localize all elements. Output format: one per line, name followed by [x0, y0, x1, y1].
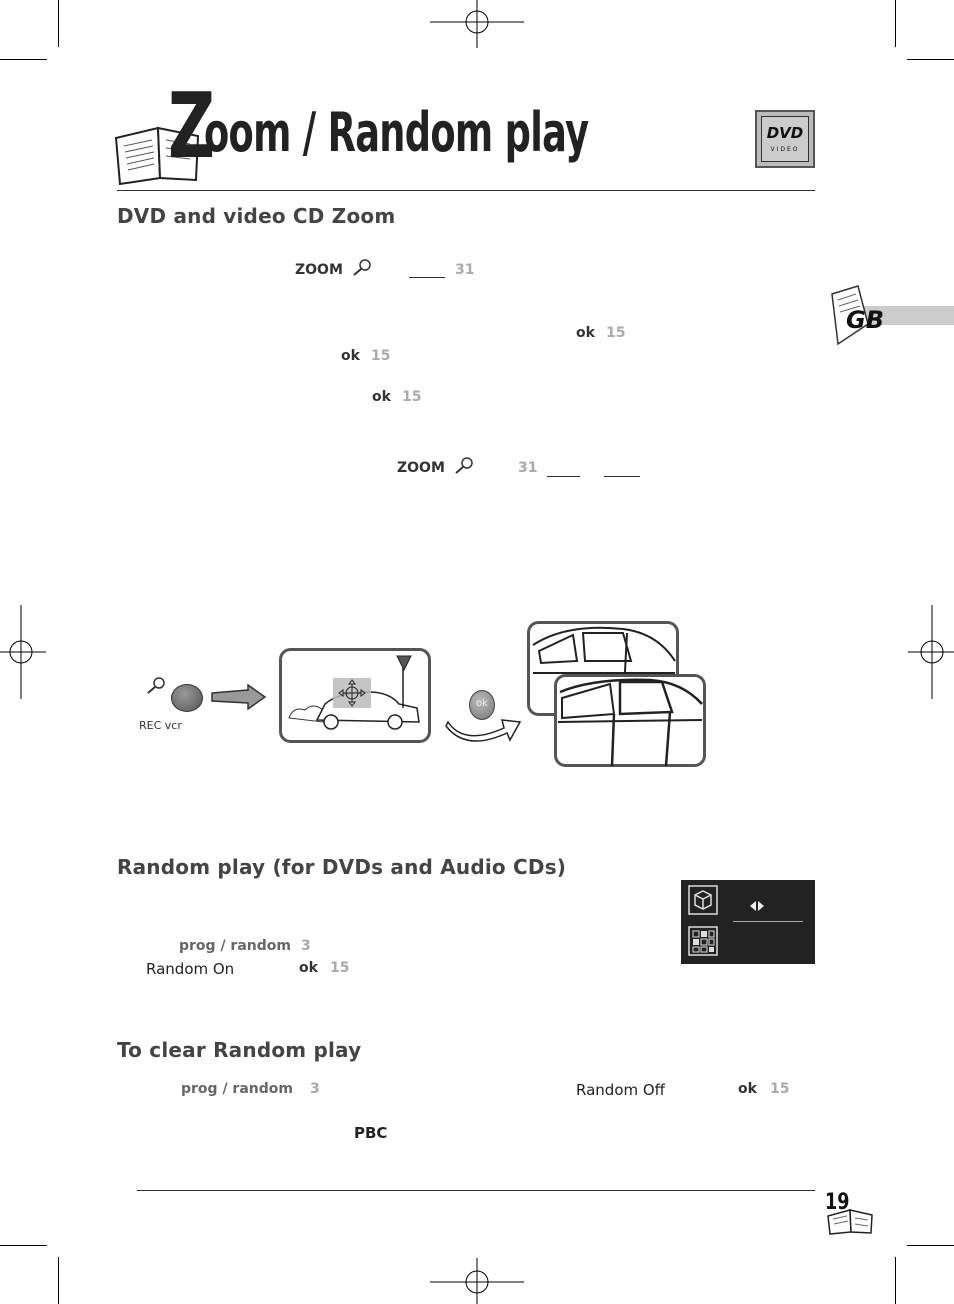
- random-on-option: Random On: [146, 960, 235, 978]
- crop-mark: [895, 0, 896, 47]
- language-tab-label: GB: [846, 306, 884, 334]
- registration-mark-left: [0, 605, 46, 699]
- dvd-logo-text: DVD: [766, 124, 804, 142]
- random-grid-icon: [688, 926, 718, 956]
- underline: [547, 476, 580, 477]
- curved-arrow-icon: [445, 719, 522, 742]
- page-reference: 31: [455, 262, 475, 278]
- registration-mark-bottom: [430, 1258, 524, 1304]
- underline: [604, 476, 640, 477]
- crop-mark: [58, 1257, 59, 1304]
- open-book-icon: [827, 1209, 873, 1235]
- page-reference: 3: [301, 938, 311, 954]
- language-tab-bar: [858, 306, 954, 325]
- title-divider: [117, 190, 815, 191]
- magnifier-icon: [455, 457, 473, 474]
- rec-vcr-label: REC vcr: [139, 719, 182, 732]
- disc-mode-icon: [688, 885, 718, 915]
- page-title-initial: Z: [168, 74, 215, 179]
- magnifier-icon: [147, 677, 165, 694]
- ok-button-label: ok: [476, 698, 488, 709]
- page-reference: 15: [371, 348, 391, 364]
- section-heading-random: Random play (for DVDs and Audio CDs): [117, 855, 567, 879]
- crop-mark: [0, 59, 47, 60]
- ok-key-label: ok: [738, 1081, 757, 1097]
- page-reference: 15: [402, 389, 422, 405]
- crop-mark: [907, 59, 954, 60]
- crop-mark: [0, 1245, 47, 1246]
- zoom-key-label: ZOOM: [397, 460, 445, 476]
- dvd-video-logo: DVD VIDEO: [755, 110, 815, 168]
- page-reference: 15: [606, 325, 626, 341]
- random-osd-screen: [681, 880, 815, 964]
- page-reference: 3: [310, 1081, 320, 1097]
- page-title: oom / Random play: [204, 101, 589, 164]
- zoom-key-label: ZOOM: [295, 262, 343, 278]
- section-heading-clear-random: To clear Random play: [117, 1038, 362, 1062]
- car-scene-illustration: [279, 648, 431, 743]
- prog-random-key-label: prog / random: [179, 938, 291, 954]
- page-reference: 15: [330, 960, 350, 976]
- arrow-right-icon: [211, 684, 267, 710]
- crop-mark: [58, 0, 59, 47]
- zoom-remote-button: [171, 684, 203, 712]
- ok-remote-button: ok: [469, 690, 495, 720]
- book-icon: [831, 285, 869, 346]
- left-right-arrows-icon: [750, 901, 764, 911]
- magnifier-icon: [353, 259, 371, 276]
- page-reference: 15: [770, 1081, 790, 1097]
- registration-mark-top: [430, 0, 524, 48]
- underline: [409, 277, 445, 278]
- ok-key-label: ok: [372, 389, 391, 405]
- footer-divider: [137, 1190, 815, 1191]
- ok-key-label: ok: [299, 960, 318, 976]
- ok-key-label: ok: [576, 325, 595, 341]
- pbc-label: PBC: [354, 1124, 388, 1142]
- crop-mark: [895, 1257, 896, 1304]
- crop-mark: [907, 1245, 954, 1246]
- dvd-logo-subtext: VIDEO: [770, 146, 800, 153]
- registration-mark-right: [908, 605, 954, 699]
- page-reference: 31: [518, 460, 538, 476]
- open-book-icon: [114, 126, 200, 186]
- osd-divider: [733, 921, 803, 922]
- ok-key-label: ok: [341, 348, 360, 364]
- prog-random-key-label: prog / random: [181, 1081, 293, 1097]
- section-heading-zoom: DVD and video CD Zoom: [117, 204, 396, 228]
- random-off-option: Random Off: [576, 1081, 666, 1099]
- zoomed-frame-front: [554, 674, 706, 767]
